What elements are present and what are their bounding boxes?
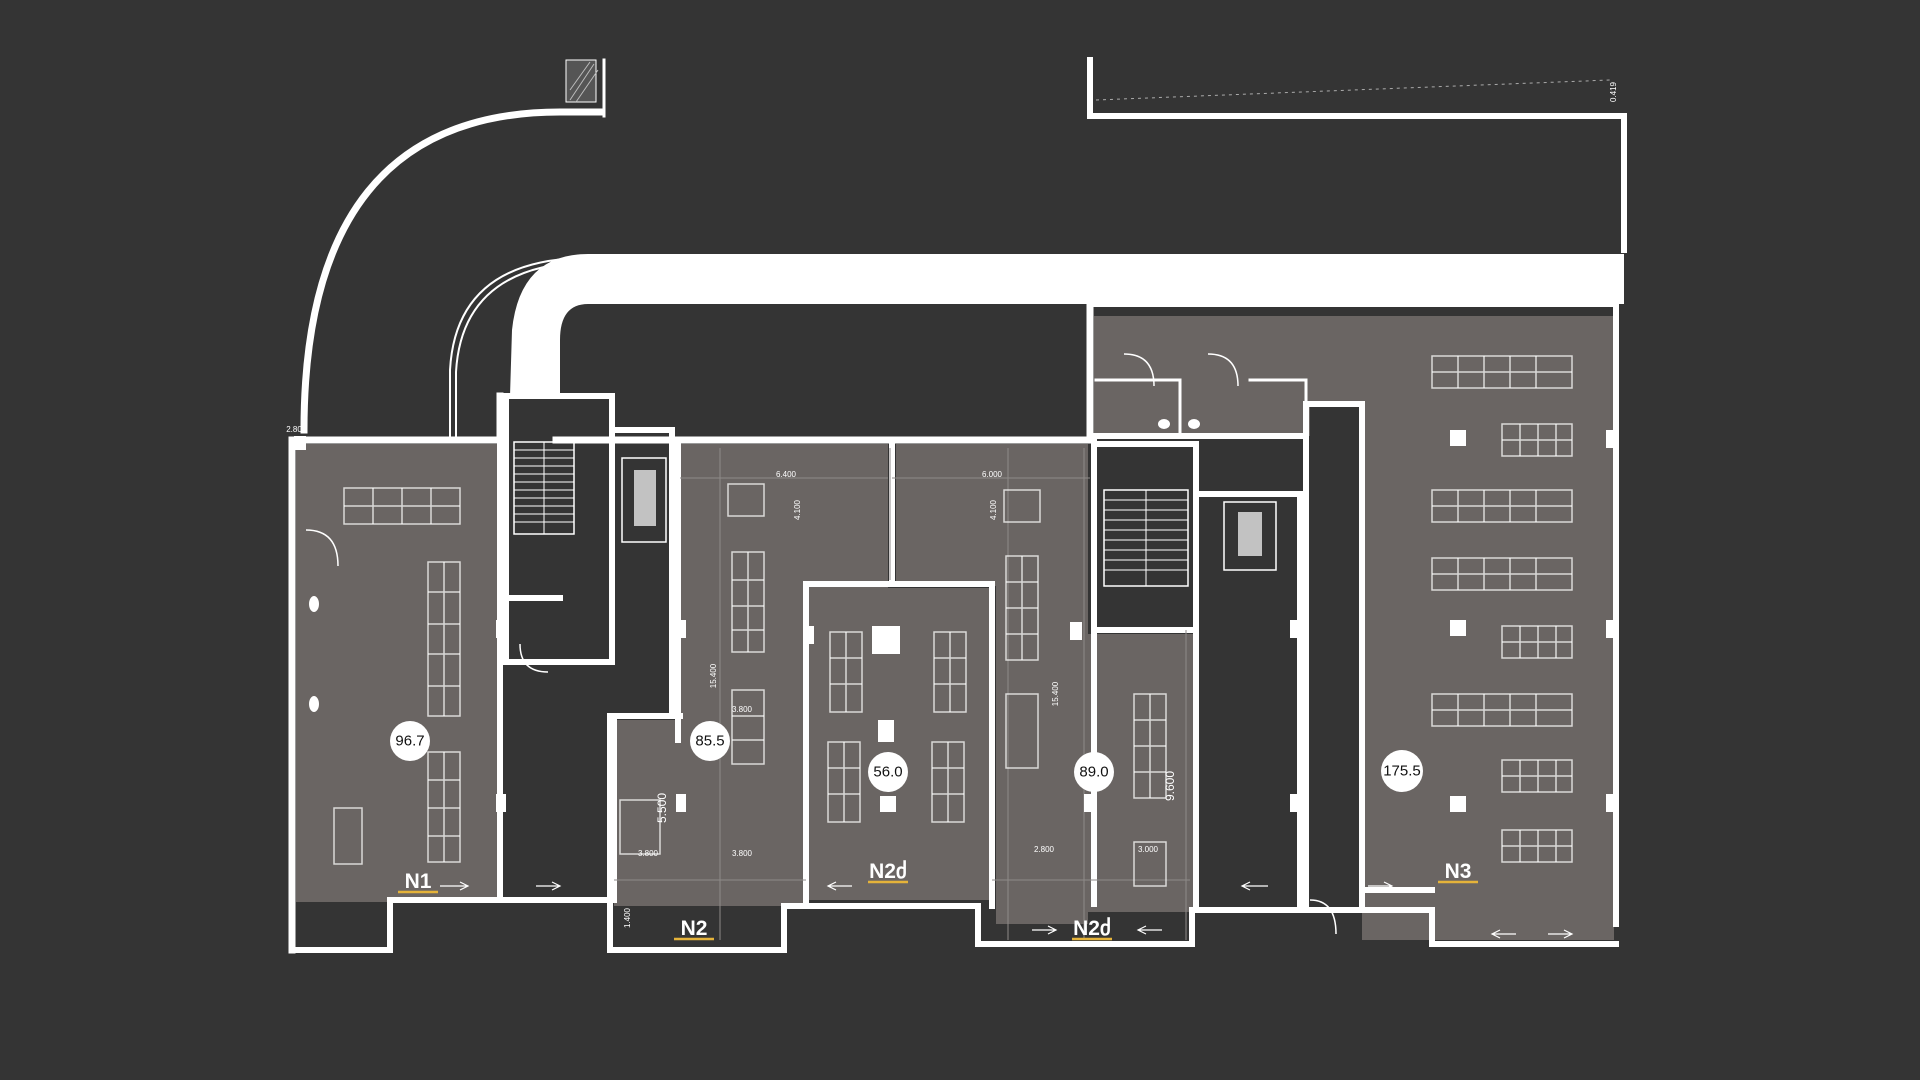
ramp-outer-curve (300, 108, 604, 434)
dim-span-a: 6.400 (776, 470, 797, 479)
toilet-icon (309, 419, 1200, 712)
ramp-hatch-lines (569, 61, 599, 103)
dim-bay-b2: 3.800 (732, 849, 753, 858)
stair-core-right (1100, 444, 1194, 632)
desk-icon (1003, 489, 1041, 523)
svg-text:89.0: 89.0 (1079, 764, 1108, 781)
unit-label-n1: N1 (398, 870, 438, 894)
ramp-inner-curve-2 (455, 260, 584, 437)
lift-core-right (1200, 494, 1300, 900)
corridor-right (1310, 404, 1362, 916)
wall-lift-right (1193, 491, 1303, 907)
elevator-icon (621, 457, 1277, 571)
dim-length-b: 15.400 (1051, 681, 1060, 706)
area-badge-n2: 85.5 (690, 721, 730, 761)
wall-bottom (289, 897, 1619, 953)
dim-bay-b1: 3.800 (638, 849, 659, 858)
svg-text:N2ძ: N2ძ (1073, 917, 1111, 940)
furniture (333, 355, 1573, 887)
dim-span-b: 6.000 (982, 470, 1003, 479)
area-badge-n2d-right: 89.0 (1074, 752, 1114, 792)
svg-text:175.5: 175.5 (1383, 763, 1421, 780)
room-n1 (296, 444, 500, 902)
area-badge-n2d-center: 56.0 (868, 752, 908, 792)
area-badge-n3: 175.5 (1381, 750, 1423, 792)
ramp-band (510, 254, 1624, 396)
desk-icon (1005, 693, 1039, 769)
wall-stair-left (503, 393, 615, 665)
wall-top (288, 300, 1094, 444)
entry-markers (440, 881, 1574, 939)
dim-corner-left: 2.80 (286, 425, 302, 434)
dim-width-c: 3.800 (732, 705, 753, 714)
area-badge-n1: 96.7 (390, 721, 430, 761)
dim-bay-d: 9.600 (1163, 771, 1177, 801)
columns (294, 430, 1618, 812)
unit-label-n3: N3 (1438, 860, 1478, 884)
corridor-left (508, 600, 610, 900)
road-taper (1095, 79, 1611, 101)
dim-depth-b: 4.100 (989, 499, 998, 520)
cores (508, 396, 1362, 916)
wall-n2-bottom-left (611, 713, 683, 903)
stair-icon (513, 441, 1189, 587)
wall-wc (1094, 378, 1308, 438)
desk-icon (1133, 841, 1167, 887)
ramp-inner-curve (449, 256, 582, 437)
unit-label-n2d-center: N2ძ (868, 860, 908, 884)
dim-depth-a: 4.100 (793, 499, 802, 520)
unit-label-n2d-right: N2ძ (1072, 917, 1112, 941)
wall-corridor-right (1303, 401, 1365, 907)
desk-icon (333, 807, 363, 865)
lift-core-left (612, 424, 672, 716)
dim-corner-right: 0.419 (1609, 81, 1618, 102)
walls (288, 300, 1619, 954)
dim-length-a: 15.400 (709, 663, 718, 688)
desk-icon (727, 483, 765, 517)
svg-text:N2ძ: N2ძ (869, 860, 907, 883)
svg-text:N2: N2 (681, 917, 708, 940)
svg-text:96.7: 96.7 (395, 733, 424, 750)
room-fills (296, 316, 1614, 940)
dim-bay-e1: 2.800 (1034, 845, 1055, 854)
road-edge-right (1087, 57, 1627, 253)
ramp-hatch (565, 59, 597, 103)
dimension-labels: 2.80 0.419 6.400 6.000 4.100 4.100 15.40… (286, 81, 1618, 928)
door-icon (305, 353, 1337, 935)
unit-label-n2: N2 (674, 917, 714, 941)
ramps (300, 57, 1627, 437)
svg-text:56.0: 56.0 (873, 764, 902, 781)
room-n3 (1362, 316, 1614, 940)
room-n2-lower (614, 720, 688, 906)
dim-bay-c: 1.400 (623, 907, 632, 928)
svg-text:N3: N3 (1445, 860, 1472, 883)
desk-icon (731, 689, 765, 765)
room-n2d-right-strip (996, 444, 1088, 924)
svg-text:85.5: 85.5 (695, 733, 724, 750)
desk-icon (619, 799, 661, 855)
dim-bay-a: 5.500 (655, 793, 669, 823)
wall-right-top (1087, 301, 1619, 927)
svg-text:N1: N1 (405, 870, 432, 893)
dim-bay-e2: 3.000 (1138, 845, 1159, 854)
